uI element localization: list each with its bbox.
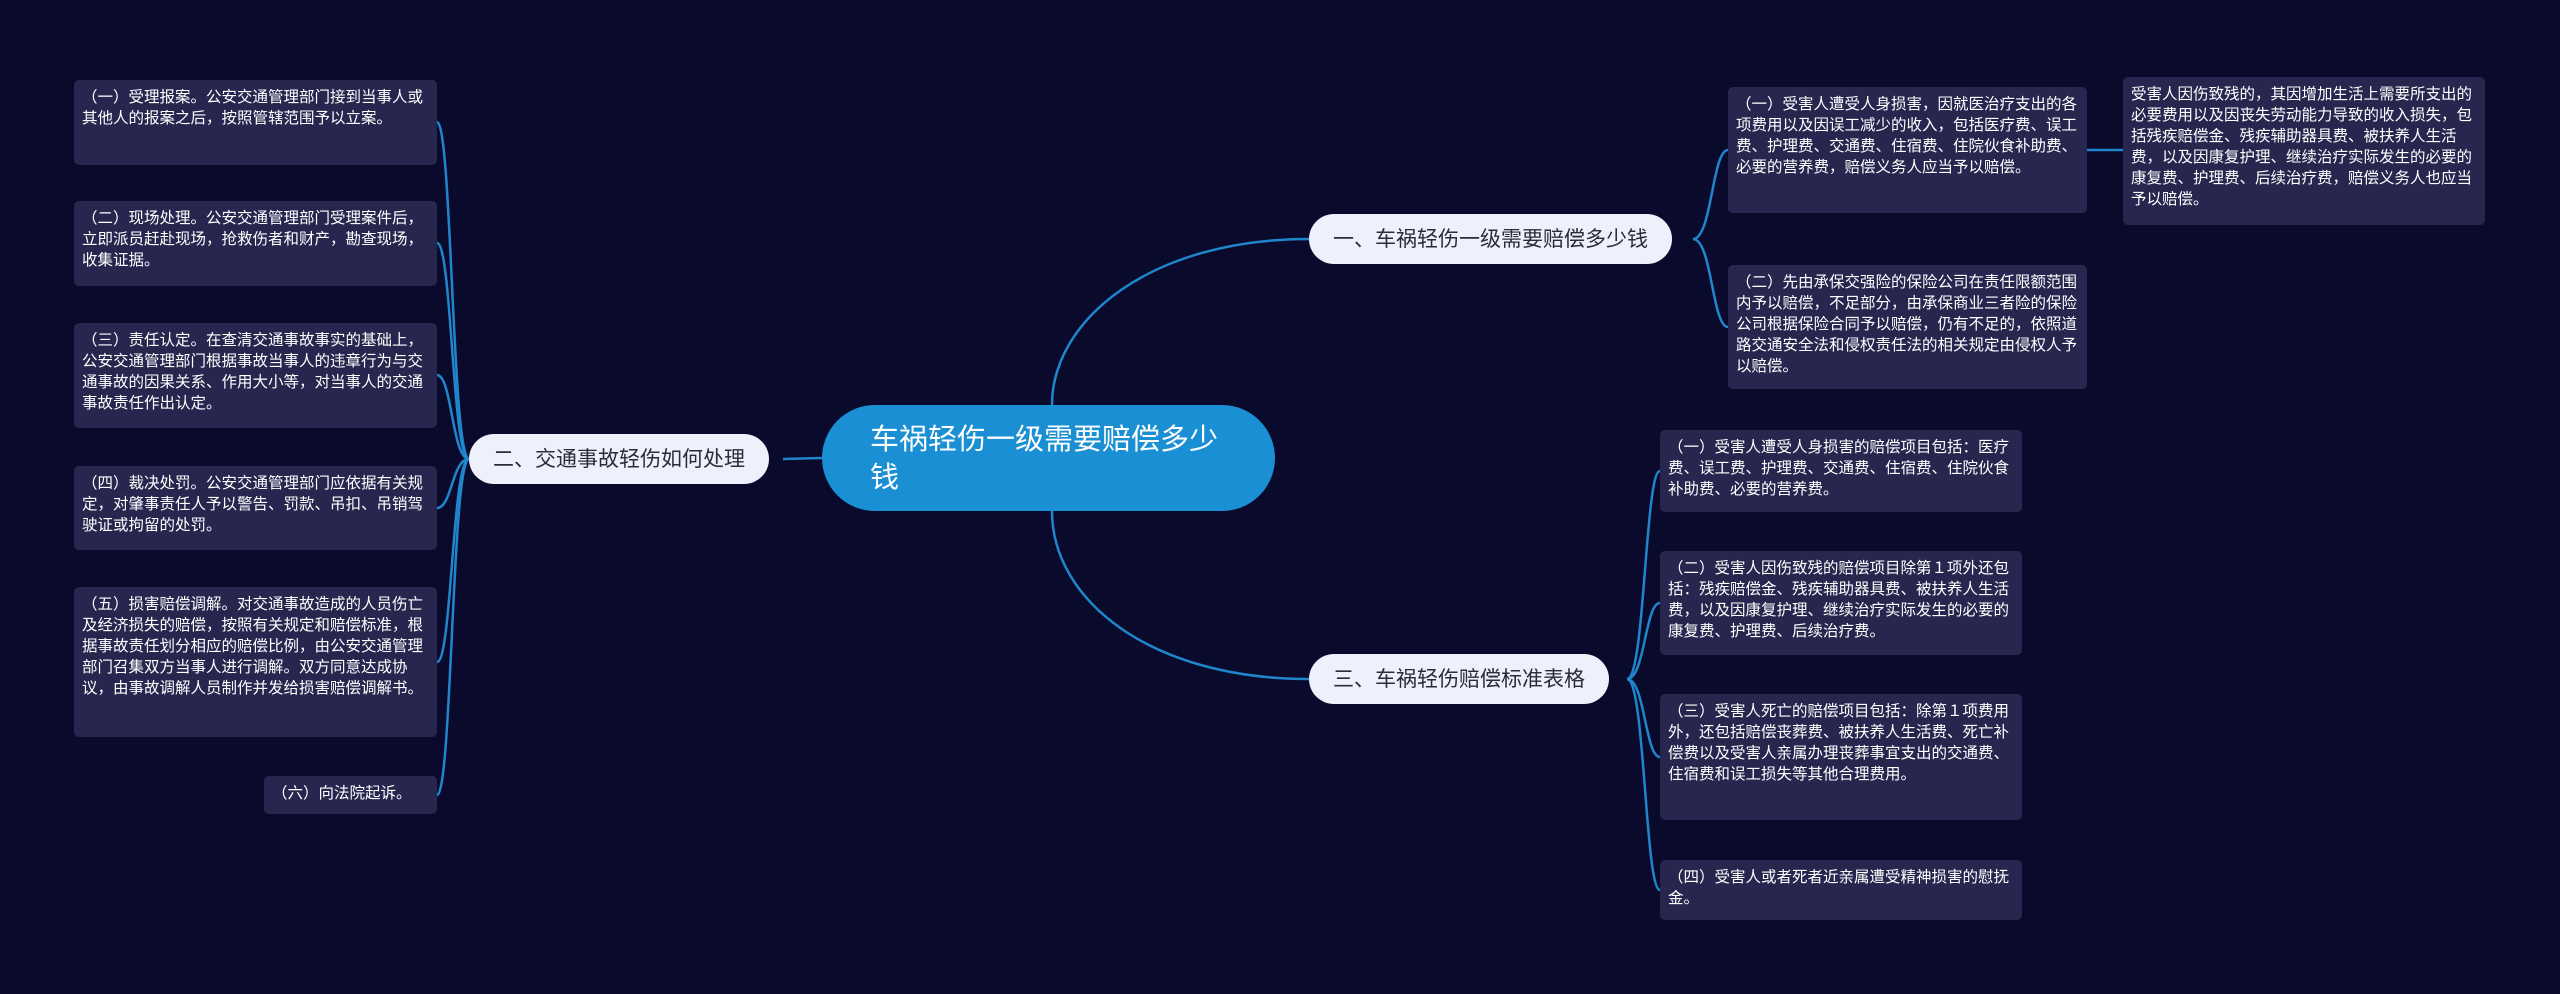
link-branch-2-leaf-5 [435, 457, 471, 664]
branch-2-leaf-4[interactable]: （四）裁决处罚。公安交通管理部门应依据有关规定，对肇事责任人予以警告、罚款、吊扣… [74, 466, 437, 550]
branch-3-leaf-1[interactable]: （一）受害人遭受人身损害的赔偿项目包括：医疗费、误工费、护理费、交通费、住宿费、… [1660, 430, 2022, 512]
branch-1-label: 一、车祸轻伤一级需要赔偿多少钱 [1333, 227, 1648, 251]
leaf-text: （四）裁决处罚。公安交通管理部门应依据有关规定，对肇事责任人予以警告、罚款、吊扣… [82, 474, 424, 534]
link-branch-2-leaf-2 [435, 241, 471, 461]
branch-3-leaf-2[interactable]: （二）受害人因伤致残的赔偿项目除第１项外还包括：残疾赔偿金、残疾辅助器具费、被扶… [1660, 551, 2022, 655]
link-branch-3-leaf-3 [1626, 677, 1661, 759]
leaf-text: 受害人因伤致残的，其因增加生活上需要所支出的必要费用以及因丧失劳动能力导致的收入… [2131, 85, 2473, 208]
branch-1-leaf-1-detail[interactable]: 受害人因伤致残的，其因增加生活上需要所支出的必要费用以及因丧失劳动能力导致的收入… [2123, 77, 2485, 225]
branch-2-leaf-5[interactable]: （五）损害赔偿调解。对交通事故造成的人员伤亡及经济损失的赔偿，按照有关规定和赔偿… [74, 587, 437, 737]
leaf-text: （三）受害人死亡的赔偿项目包括：除第１项费用外，还包括赔偿丧葬费、被扶养人生活费… [1668, 702, 2010, 783]
branch-3-topic[interactable]: 三、车祸轻伤赔偿标准表格 [1309, 654, 1609, 704]
leaf-text: （一）受害人遭受人身损害的赔偿项目包括：医疗费、误工费、护理费、交通费、住宿费、… [1668, 438, 2010, 498]
leaf-text: （三）责任认定。在查清交通事故事实的基础上，公安交通管理部门根据事故当事人的违章… [82, 331, 424, 412]
branch-2-leaf-6[interactable]: （六）向法院起诉。 [264, 776, 437, 814]
branch-2-leaf-3[interactable]: （三）责任认定。在查清交通事故事实的基础上，公安交通管理部门根据事故当事人的违章… [74, 323, 437, 428]
link-branch-3-leaf-1 [1626, 469, 1662, 681]
link-root-branch-2 [782, 456, 823, 461]
link-branch-2-leaf-6 [435, 457, 471, 797]
link-branch-1-leaf-1 [1692, 148, 1729, 241]
leaf-text: （一）受害人遭受人身损害，因就医治疗支出的各项费用以及因误工减少的收入，包括医疗… [1736, 95, 2078, 176]
leaf-text: （六）向法院起诉。 [272, 784, 412, 802]
link-branch-3-leaf-4 [1626, 677, 1662, 892]
leaf-text: （二）现场处理。公安交通管理部门受理案件后，立即派员赶赴现场，抢救伤者和财产，勘… [82, 209, 424, 269]
branch-1-leaf-1[interactable]: （一）受害人遭受人身损害，因就医治疗支出的各项费用以及因误工减少的收入，包括医疗… [1728, 87, 2087, 213]
link-branch-2-leaf-4 [436, 457, 470, 510]
branch-1-leaf-2[interactable]: （二）先由承保交强险的保险公司在责任限额范围内予以赔偿，不足部分，由承保商业三者… [1728, 265, 2087, 389]
link-root-branch-3 [1050, 510, 1310, 681]
leaf-text: （一）受理报案。公安交通管理部门接到当事人或其他人的报案之后，按照管辖范围予以立… [82, 88, 424, 127]
link-root-branch-1 [1050, 237, 1310, 406]
branch-3-leaf-4[interactable]: （四）受害人或者死者近亲属遭受精神损害的慰抚金。 [1660, 860, 2022, 920]
root-topic-label: 车祸轻伤一级需要赔偿多少钱 [870, 422, 1219, 494]
branch-1-topic[interactable]: 一、车祸轻伤一级需要赔偿多少钱 [1309, 214, 1672, 264]
branch-3-leaf-3[interactable]: （三）受害人死亡的赔偿项目包括：除第１项费用外，还包括赔偿丧葬费、被扶养人生活费… [1660, 694, 2022, 820]
branch-3-label: 三、车祸轻伤赔偿标准表格 [1333, 667, 1585, 691]
root-topic[interactable]: 车祸轻伤一级需要赔偿多少钱 [822, 405, 1275, 511]
link-branch-2-leaf-1 [435, 120, 471, 461]
branch-2-label: 二、交通事故轻伤如何处理 [493, 447, 745, 471]
leaf-text: （二）先由承保交强险的保险公司在责任限额范围内予以赔偿，不足部分，由承保商业三者… [1736, 273, 2078, 375]
leaf-text: （二）受害人因伤致残的赔偿项目除第１项外还包括：残疾赔偿金、残疾辅助器具费、被扶… [1668, 559, 2010, 640]
branch-2-leaf-2[interactable]: （二）现场处理。公安交通管理部门受理案件后，立即派员赶赴现场，抢救伤者和财产，勘… [74, 201, 437, 286]
link-branch-3-leaf-2 [1626, 601, 1661, 681]
leaf-text: （五）损害赔偿调解。对交通事故造成的人员伤亡及经济损失的赔偿，按照有关规定和赔偿… [82, 595, 424, 697]
branch-2-leaf-1[interactable]: （一）受理报案。公安交通管理部门接到当事人或其他人的报案之后，按照管辖范围予以立… [74, 80, 437, 165]
leaf-text: （四）受害人或者死者近亲属遭受精神损害的慰抚金。 [1668, 868, 2010, 907]
link-branch-1-leaf-2 [1692, 237, 1729, 329]
branch-2-topic[interactable]: 二、交通事故轻伤如何处理 [469, 434, 769, 484]
link-branch-2-leaf-3 [436, 373, 470, 461]
